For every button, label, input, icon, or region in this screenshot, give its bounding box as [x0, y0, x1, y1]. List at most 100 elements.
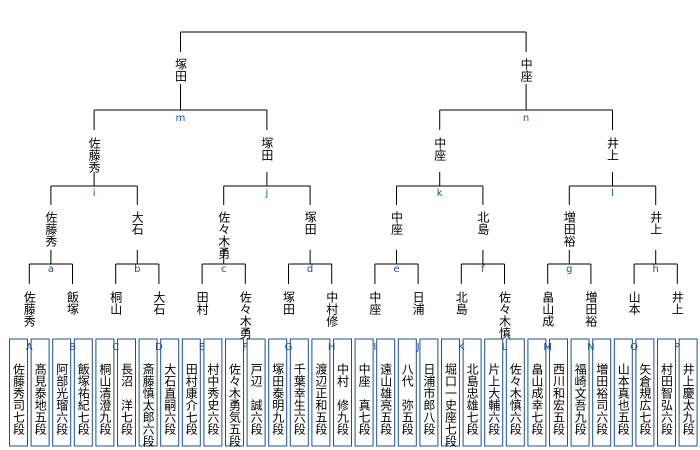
round2-winner: 北島: [475, 211, 490, 235]
player-box: [333, 338, 352, 447]
player-box: [246, 338, 266, 447]
player-name: 斎藤慎太郎六段: [141, 363, 156, 447]
player-box: [505, 338, 525, 447]
player-name: 佐藤秀司七段: [11, 363, 26, 435]
round1-winner: 塚田: [281, 291, 296, 315]
round2-winner: 佐藤秀: [43, 211, 58, 247]
player-box: [160, 338, 180, 447]
player-name: 遠山雄亮五段: [378, 363, 393, 435]
round1-winner: 佐藤秀: [22, 291, 37, 327]
player-box: [635, 338, 655, 447]
player-name: 塚田泰明九段: [270, 363, 285, 435]
player-name: 堀口一史座七段: [443, 363, 458, 447]
finalist: 塚田: [173, 58, 188, 82]
round3-winner: 中座: [432, 137, 447, 161]
player-box: [570, 338, 590, 447]
player-name: 北島忠雄七段: [465, 363, 480, 435]
round3-winner: 塚田: [259, 137, 274, 161]
match-label: A: [26, 342, 33, 353]
match-label: l: [611, 188, 614, 199]
round1-winner: 田村: [195, 291, 210, 315]
player-box: [181, 338, 201, 447]
player-box: [30, 338, 50, 447]
player-name: 西川和宏五段: [551, 363, 566, 435]
match-label: n: [523, 113, 529, 124]
player-name: 佐々木慎六段: [508, 363, 523, 435]
match-label: O: [630, 342, 638, 353]
player-name: 中座 真七段: [357, 363, 372, 435]
round1-winner: 中村修: [324, 291, 339, 327]
player-name: 山本真也五段: [616, 363, 631, 435]
round2-winner: 大石: [130, 211, 145, 235]
player-box: [311, 338, 331, 447]
match-label: L: [502, 342, 508, 353]
player-box: [527, 338, 547, 447]
player-box: [9, 338, 28, 447]
player-box: [138, 338, 158, 447]
player-box: [484, 338, 504, 447]
match-label: e: [393, 264, 399, 275]
round3-winner: 佐藤秀: [87, 137, 102, 173]
match-label: a: [48, 264, 54, 275]
player-box: [613, 338, 633, 447]
round2-winner: 中座: [389, 211, 404, 235]
match-label: j: [265, 188, 269, 199]
player-box: [376, 338, 396, 447]
player-name: 矢倉規広七段: [637, 363, 652, 435]
match-label: i: [93, 188, 96, 199]
match-label: g: [566, 264, 572, 275]
match-label: I: [373, 342, 376, 353]
match-label: D: [155, 342, 163, 353]
round1-winner: 山本: [627, 291, 642, 315]
player-name: 飯塚祐紀七段: [76, 363, 91, 435]
match-label: G: [285, 342, 293, 353]
player-box: [441, 338, 460, 447]
round1-winner: 大石: [151, 291, 166, 315]
round1-winner: 日浦: [411, 291, 426, 315]
player-name: 佐々木勇気五段: [227, 363, 242, 447]
match-label: B: [69, 342, 76, 353]
player-name: 中村 修九段: [335, 363, 350, 435]
player-box: [268, 338, 288, 447]
player-box: [52, 338, 72, 447]
round2-winner: 井上: [648, 211, 663, 235]
match-label: F: [242, 342, 248, 353]
match-label: H: [328, 342, 336, 353]
round1-winner: 畠山成: [540, 291, 555, 327]
player-name: 桐山清澄九段: [97, 363, 112, 435]
match-label: c: [221, 264, 227, 275]
match-label: m: [176, 113, 186, 124]
player-name: 福崎文吾九段: [573, 363, 588, 435]
player-box: [549, 338, 568, 447]
round2-winner: 増田裕: [562, 211, 577, 247]
player-name: 戸辺 誠六段: [249, 363, 264, 435]
round1-winner: 北島: [454, 291, 469, 315]
player-name: 髙見泰地五段: [33, 363, 48, 435]
player-name: 阿部光瑠六段: [54, 363, 69, 435]
match-label: P: [674, 342, 680, 353]
player-box: [419, 338, 439, 447]
match-label: K: [458, 342, 465, 353]
player-box: [397, 338, 417, 447]
player-name: 千葉幸生六段: [292, 363, 307, 435]
round3-winner: 井上: [605, 137, 620, 161]
match-label: C: [112, 342, 119, 353]
player-box: [117, 338, 136, 447]
match-label: N: [587, 342, 594, 353]
player-name: 井上慶太九段: [681, 363, 696, 435]
player-name: 長沼 洋七段: [119, 363, 134, 435]
player-box: [462, 338, 482, 447]
player-name: 片上大輔六段: [486, 363, 501, 435]
player-box: [657, 338, 676, 447]
match-label: h: [653, 264, 659, 275]
player-name: 村田智弘六段: [659, 363, 674, 435]
player-box: [95, 338, 115, 447]
player-box: [203, 338, 223, 447]
match-label: b: [134, 264, 140, 275]
player-box: [592, 338, 612, 447]
player-name: 大石直嗣六段: [162, 363, 177, 435]
player-name: 八代 弥五段: [400, 363, 415, 435]
round1-winner: 増田裕: [583, 291, 598, 327]
round1-winner: 佐々木勇: [238, 291, 253, 339]
